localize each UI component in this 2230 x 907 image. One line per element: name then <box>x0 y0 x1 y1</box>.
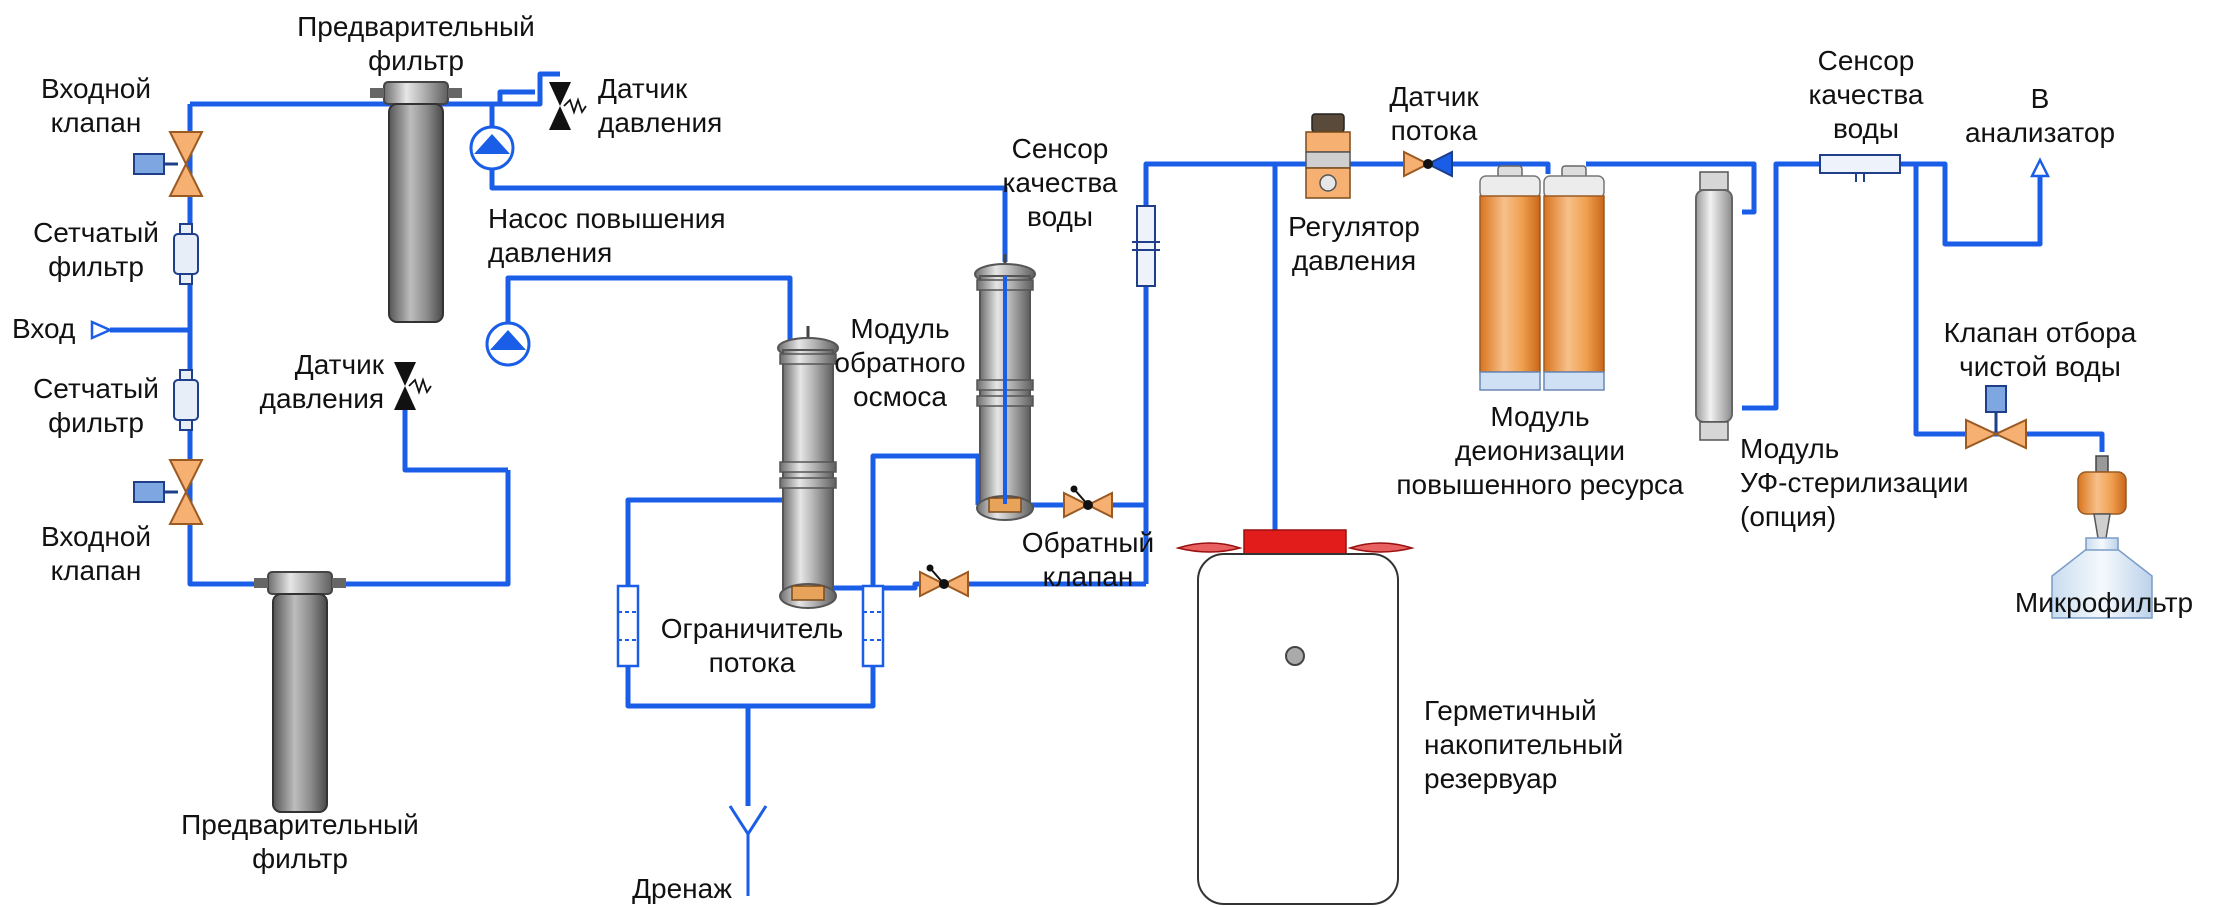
label-prefilter-bottom: Предварительный фильтр <box>181 809 419 874</box>
pressure-sensor-icon <box>394 362 432 410</box>
pipe-top-to-pressure-sensor <box>430 89 535 107</box>
solenoid-valve-icon <box>133 131 204 197</box>
label-flow-sensor: Датчик потока <box>1389 81 1479 146</box>
prefilter-housing-icon <box>254 571 346 813</box>
label-uv-module: Модуль УФ-стерилизации (опция) <box>1740 433 1969 532</box>
label-di-module: Модуль деионизации повышенного ресурса <box>1396 401 1684 500</box>
uv-lamp-icon <box>1695 171 1733 441</box>
drain-icon <box>728 805 768 896</box>
label-pressure-regulator: Регулятор давления <box>1288 211 1420 276</box>
label-pure-water-valve: Клапан отбора чистой воды <box>1943 317 2137 382</box>
label-prefilter-top: Предварительный фильтр <box>297 11 535 76</box>
ro-membrane-icon <box>777 326 839 609</box>
storage-tank-icon <box>1175 529 1415 905</box>
inlet-arrow-icon <box>90 320 114 340</box>
label-microfilter: Микрофильтр <box>2014 587 2194 618</box>
pipe-sensor-column <box>1143 161 1488 584</box>
label-inlet-valve-top: Входной клапан <box>40 73 152 138</box>
outlet-arrow-icon <box>2029 157 2051 178</box>
label-check-valve: Обратный клапан <box>1021 527 1155 592</box>
pipe-sensor2-out <box>1900 161 2043 247</box>
pipe-pump2-up <box>505 275 793 340</box>
flow-sensor-icon <box>1403 150 1453 178</box>
label-mesh-filter-top: Сетчатый фильтр <box>33 217 159 282</box>
label-inlet: Вход <box>12 313 76 344</box>
pipe-inlet-column <box>187 104 270 587</box>
check-valve-icon <box>1063 485 1113 519</box>
pump-icon <box>469 125 515 171</box>
check-valve-icon <box>919 564 969 598</box>
pipe-prefilter2-to-pump2 <box>330 470 511 587</box>
pump-icon <box>485 321 531 367</box>
label-inlet-valve-bottom: Входной клапан <box>40 521 152 586</box>
mesh-filter-icon <box>173 369 199 431</box>
label-drain: Дренаж <box>632 873 732 904</box>
water-quality-sensor-icon <box>1132 205 1160 287</box>
pipe-di-link <box>1488 161 1551 174</box>
label-pressure-sensor-mid: Датчик давления <box>259 349 384 414</box>
flow-restrictor-icon <box>861 584 885 668</box>
label-booster-pump: Насос повышения давления <box>488 203 726 268</box>
ro-membrane-icon <box>974 254 1036 521</box>
pipe-ro1-left <box>625 497 790 586</box>
pressure-sensor-icon <box>549 82 587 130</box>
label-pressure-sensor-top: Датчик давления <box>598 73 723 138</box>
label-quality-sensor-2: Сенсор качества воды <box>1808 45 1924 144</box>
prefilter-housing-icon <box>370 81 462 323</box>
label-to-analyzer: В анализатор <box>1964 83 2116 148</box>
di-cartridge-icon <box>1543 165 1605 391</box>
pipe-top-run <box>190 71 560 107</box>
pipe-uv-out <box>1742 161 1900 411</box>
label-flow-restrictor: Ограничитель потока <box>660 613 844 678</box>
pipe-di-to-uv <box>1586 161 1757 215</box>
di-cartridge-icon <box>1479 165 1541 391</box>
microfilter-icon <box>2051 455 2153 619</box>
pipe-pressure-sensor-mid <box>402 400 508 473</box>
label-quality-sensor-1: Сенсор качества воды <box>1002 133 1118 232</box>
pressure-regulator-icon <box>1305 113 1351 199</box>
label-ro-module: Модуль обратного осмоса <box>834 313 966 412</box>
label-mesh-filter-bottom: Сетчатый фильтр <box>33 373 159 438</box>
pipe-ro1-restrictor2 <box>870 453 981 586</box>
mesh-filter-icon <box>173 223 199 285</box>
flow-restrictor-icon <box>616 584 640 668</box>
pure-water-valve-icon <box>1965 385 2027 450</box>
solenoid-valve-icon <box>133 459 204 525</box>
water-quality-sensor-icon <box>1819 154 1901 182</box>
label-tank: Герметичный накопительный резервуар <box>1424 695 1624 794</box>
